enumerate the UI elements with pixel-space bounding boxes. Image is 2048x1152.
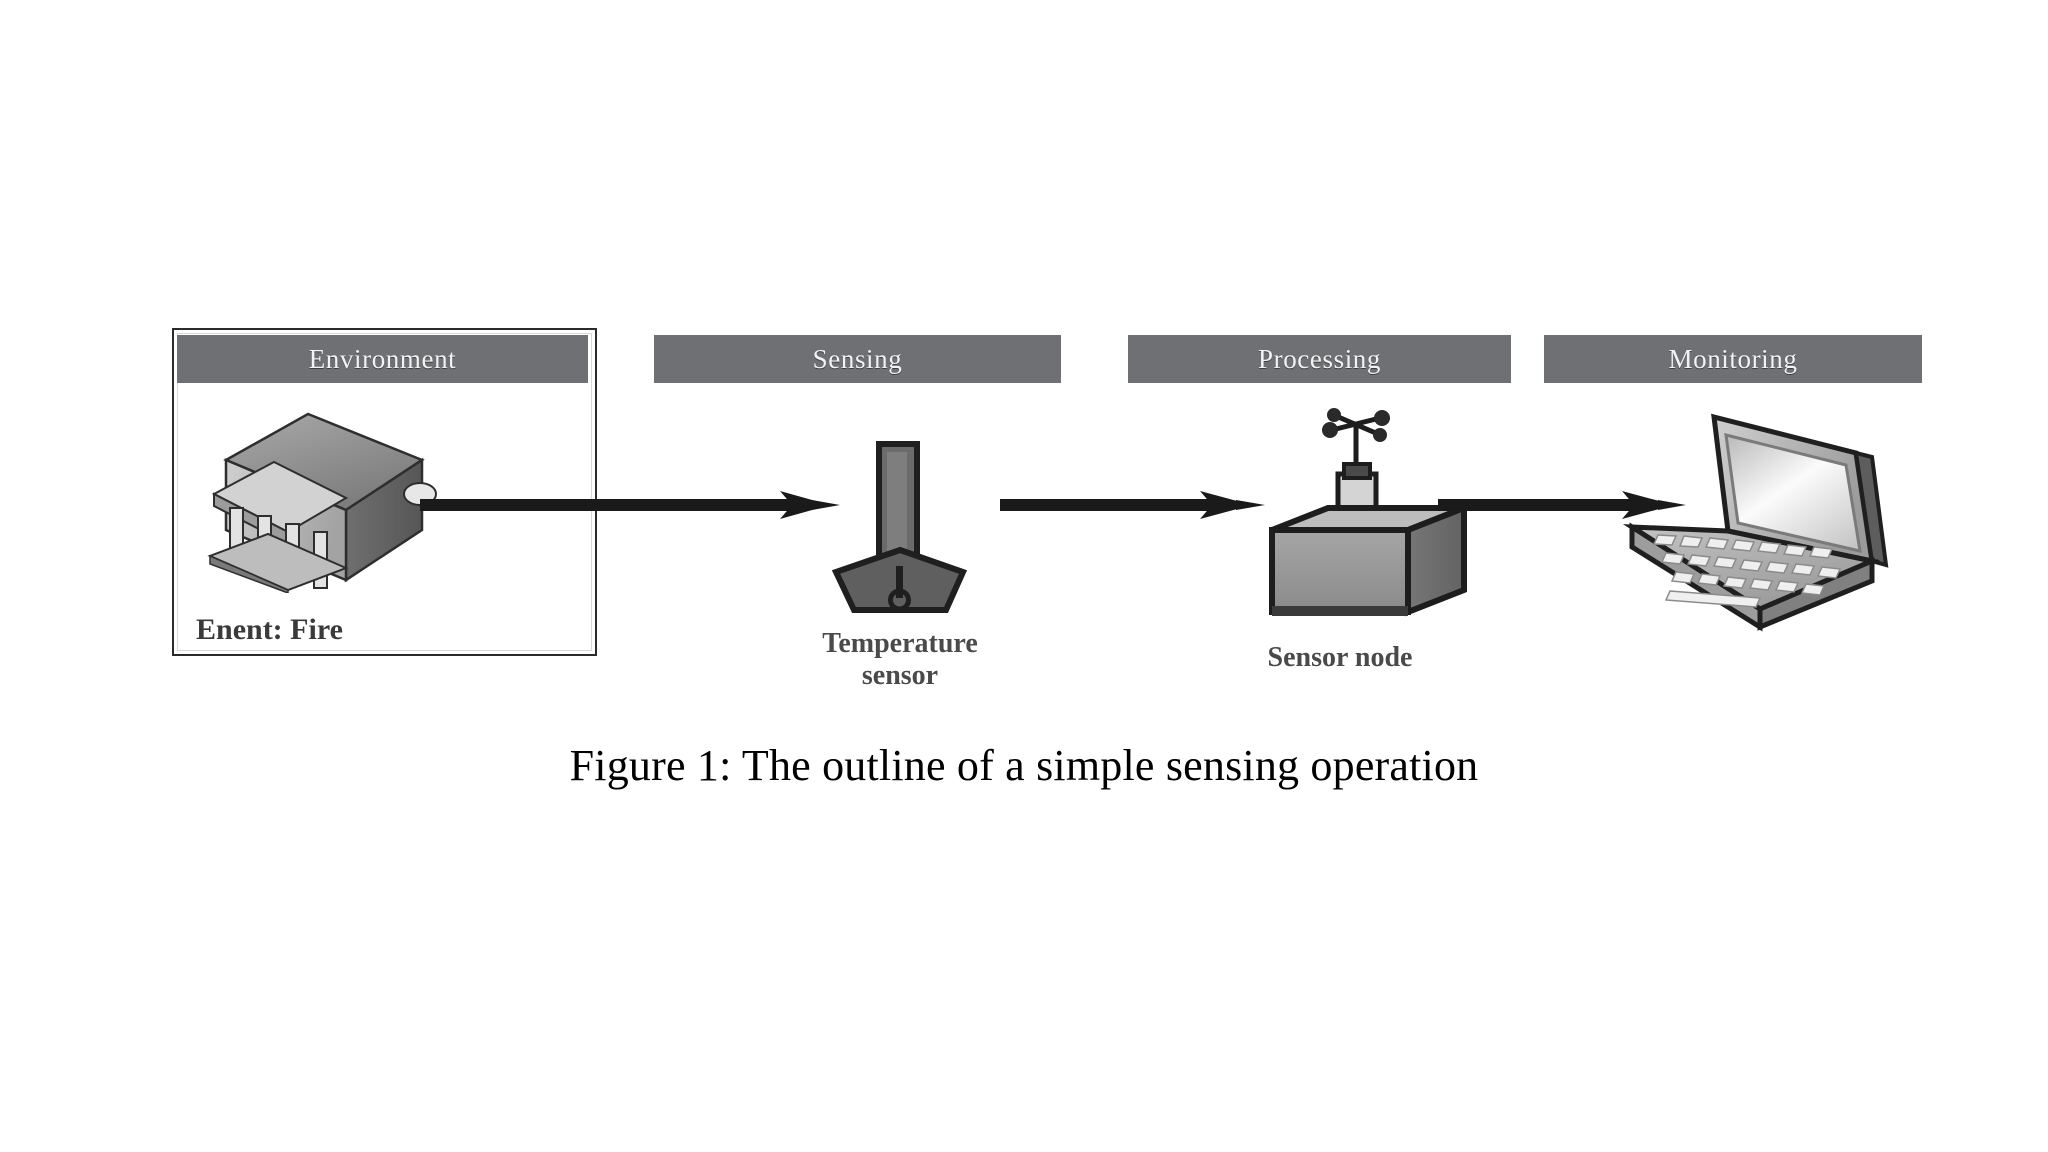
sensor-node-caption: Sensor node [1267,642,1413,673]
stage-header-environment-label: Environment [308,343,457,374]
figure-caption: Figure 1: The outline of a simple sensin… [569,741,1479,790]
building-icon [196,398,446,595]
sensor-node-icon [1258,408,1488,633]
stage-header-monitoring-label: Monitoring [1668,343,1798,374]
stage-header-processing: Processing [1128,335,1511,383]
stage-header-sensing: Sensing [654,335,1061,383]
laptop-icon [1610,395,1930,645]
stage-header-processing-label: Processing [1258,343,1381,374]
arrow-sensing-to-processing [1000,488,1265,522]
arrow-processing-to-monitoring [1438,488,1686,522]
arrow-environment-to-sensing [420,488,840,522]
environment-event-label: Enent: Fire [196,613,343,646]
temperature-sensor-caption-line2: sensor [861,660,939,692]
temperature-sensor-caption-line1: Temperature [822,628,978,659]
thermometer-icon [818,440,982,630]
stage-header-monitoring: Monitoring [1544,335,1922,383]
stage-header-sensing-label: Sensing [812,343,903,374]
stage-header-environment: Environment [177,335,588,383]
environment-boundary-box [172,328,597,656]
temperature-sensor-caption: Temperature sensor [740,628,1060,692]
